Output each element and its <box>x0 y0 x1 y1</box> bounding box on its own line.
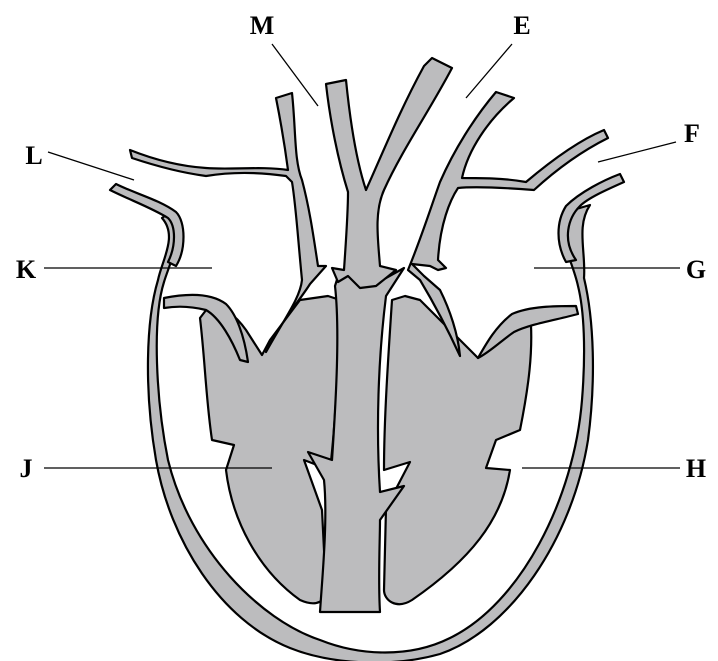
label-m: M <box>250 11 275 40</box>
pulmonary-vein-right <box>559 174 625 262</box>
leader-line-e <box>466 44 512 98</box>
label-j: J <box>20 454 33 483</box>
label-h: H <box>686 454 706 483</box>
label-k: K <box>16 255 37 284</box>
leader-line-f <box>598 142 676 162</box>
leader-line-l <box>48 152 134 180</box>
label-g: G <box>686 255 706 284</box>
vena-cava-left <box>110 184 184 266</box>
label-e: E <box>513 11 530 40</box>
label-l: L <box>25 141 42 170</box>
label-f: F <box>684 119 700 148</box>
